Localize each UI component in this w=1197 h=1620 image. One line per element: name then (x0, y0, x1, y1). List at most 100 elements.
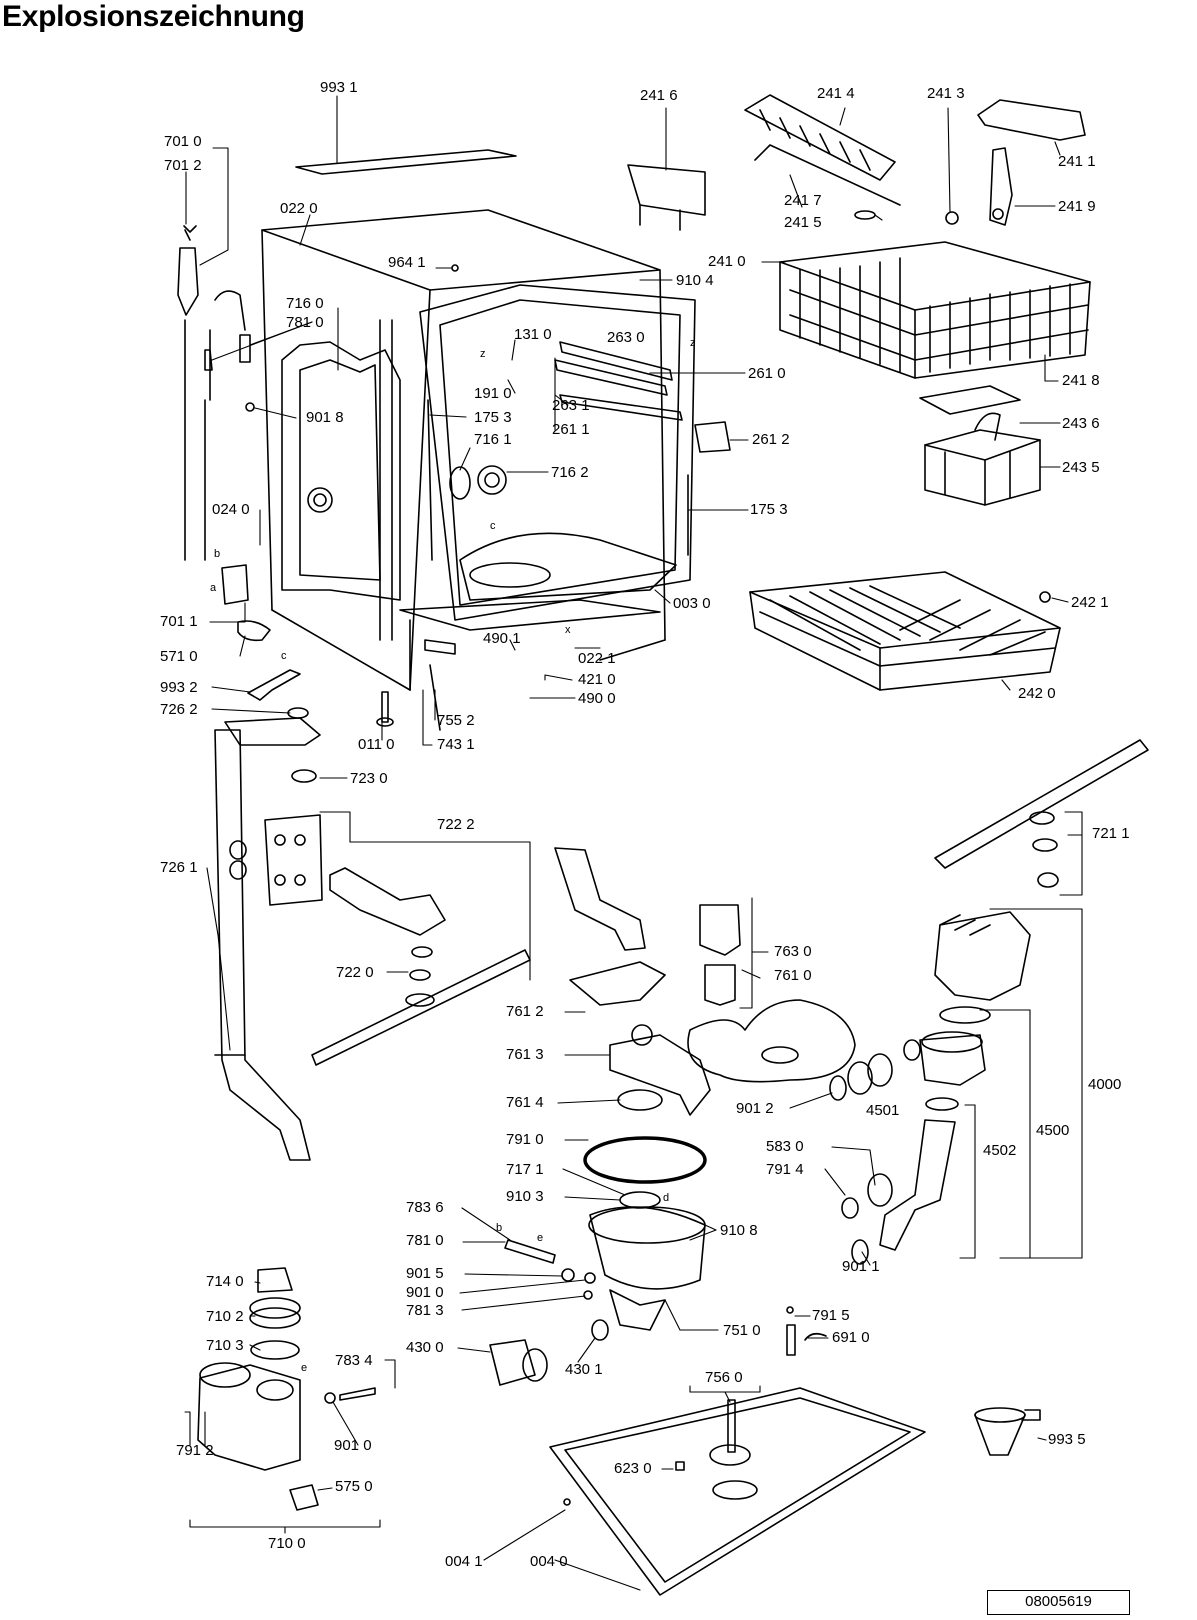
upper-basket (627, 94, 1091, 506)
part-label-011-0: 011 0 (358, 736, 395, 753)
part-label-716-0: 716 0 (286, 295, 324, 312)
part-label-241-8: 241 8 (1062, 372, 1100, 389)
part-label-717-1: 717 1 (506, 1161, 544, 1178)
part-label-751-0: 751 0 (723, 1322, 761, 1339)
part-label-024-0: 024 0 (212, 501, 250, 518)
part-label-761-3: 761 3 (506, 1046, 544, 1063)
part-label-993-1: 993 1 (320, 79, 358, 96)
part-label-623-0: 623 0 (614, 1460, 652, 1477)
part-label-910-8: 910 8 (720, 1222, 758, 1239)
part-label-964-1: 964 1 (388, 254, 426, 271)
part-label-710-2: 710 2 (206, 1308, 244, 1325)
part-label-726-2: 726 2 (160, 701, 198, 718)
part-label-261-1: 261 1 (552, 421, 590, 438)
document-number: 08005619 (987, 1590, 1130, 1615)
marker-letter: a (210, 582, 217, 594)
part-label-191-0: 191 0 (474, 385, 512, 402)
part-label-003-0: 003 0 (673, 595, 711, 612)
marker-letter: b (496, 1222, 503, 1234)
part-label-022-1: 022 1 (578, 650, 616, 667)
part-label-901-2: 901 2 (736, 1100, 774, 1117)
page-title: Explosionszeichnung (2, 0, 305, 33)
part-label-691-0: 691 0 (832, 1329, 870, 1346)
part-label-4501: 4501 (866, 1102, 900, 1119)
part-label-430-0: 430 0 (406, 1339, 444, 1356)
part-label-721-1: 721 1 (1092, 825, 1130, 842)
part-label-710-3: 710 3 (206, 1337, 244, 1354)
part-label-490-0: 490 0 (578, 690, 616, 707)
part-label-241-5: 241 5 (784, 214, 822, 231)
marker-letter: b (214, 548, 221, 560)
part-label-761-0: 761 0 (774, 967, 812, 984)
part-label-763-0: 763 0 (774, 943, 812, 960)
part-label-783-6: 783 6 (406, 1199, 444, 1216)
part-label-583-0: 583 0 (766, 1138, 804, 1155)
part-label-242-1: 242 1 (1071, 594, 1109, 611)
part-label-4000: 4000 (1088, 1076, 1122, 1093)
part-label-791-4: 791 4 (766, 1161, 804, 1178)
part-label-4502: 4502 (983, 1142, 1017, 1159)
part-label-241-0: 241 0 (708, 253, 746, 270)
part-label-571-0: 571 0 (160, 648, 198, 665)
marker-letter: d (663, 1192, 670, 1204)
part-label-781-3: 781 3 (406, 1302, 444, 1319)
base-plate (549, 1387, 926, 1596)
part-label-993-5: 993 5 (1048, 1431, 1086, 1448)
part-label-701-0: 701 0 (164, 133, 202, 150)
part-label-241-1: 241 1 (1058, 153, 1096, 170)
lower-basket (749, 571, 1061, 691)
part-label-4500: 4500 (1036, 1122, 1070, 1139)
water-softener (197, 1267, 376, 1511)
part-label-901-0-lower: 901 0 (334, 1437, 372, 1454)
part-label-022-0: 022 0 (280, 200, 318, 217)
part-label-241-9: 241 9 (1058, 198, 1096, 215)
part-label-004-1: 004 1 (445, 1553, 483, 1570)
part-label-910-3: 910 3 (506, 1188, 544, 1205)
part-label-575-0: 575 0 (335, 1478, 373, 1495)
part-label-722-0: 722 0 (336, 964, 374, 981)
salt-funnel (974, 1407, 1041, 1456)
tub-frame (261, 149, 731, 691)
part-label-263-0: 263 0 (607, 329, 645, 346)
part-label-716-1: 716 1 (474, 431, 512, 448)
part-label-004-0: 004 0 (530, 1553, 568, 1570)
part-label-743-1: 743 1 (437, 736, 475, 753)
part-label-131-0: 131 0 (514, 326, 552, 343)
spray-arms (224, 717, 1149, 1066)
part-label-421-0: 421 0 (578, 671, 616, 688)
part-label-781-0-lower: 781 0 (406, 1232, 444, 1249)
part-label-241-4: 241 4 (817, 85, 855, 102)
part-label-755-2: 755 2 (437, 712, 475, 729)
hinge-parts (177, 225, 456, 731)
part-label-716-2: 716 2 (551, 464, 589, 481)
part-label-901-5: 901 5 (406, 1265, 444, 1282)
part-label-243-5: 243 5 (1062, 459, 1100, 476)
part-label-241-6: 241 6 (640, 87, 678, 104)
marker-letter: x (565, 624, 571, 636)
sump-parts (489, 847, 856, 1386)
part-label-175-3-upper: 175 3 (474, 409, 512, 426)
part-label-791-5: 791 5 (812, 1307, 850, 1324)
part-label-993-2: 993 2 (160, 679, 198, 696)
part-label-243-6: 243 6 (1062, 415, 1100, 432)
part-label-261-0: 261 0 (748, 365, 786, 382)
leader-lines (184, 95, 1083, 1591)
part-label-242-0: 242 0 (1018, 685, 1056, 702)
part-label-701-2: 701 2 (164, 157, 202, 174)
part-label-490-1: 490 1 (483, 630, 521, 647)
part-label-263-1: 263 1 (552, 397, 590, 414)
marker-letter: e (537, 1232, 544, 1244)
marker-letter: z (690, 337, 696, 349)
part-label-710-0: 710 0 (268, 1535, 306, 1552)
part-label-430-1: 430 1 (565, 1361, 603, 1378)
part-label-756-0: 756 0 (705, 1369, 743, 1386)
part-label-791-0: 791 0 (506, 1131, 544, 1148)
part-label-701-1: 701 1 (160, 613, 198, 630)
marker-letter: c (490, 520, 496, 532)
part-label-783-4: 783 4 (335, 1352, 373, 1369)
part-label-761-2: 761 2 (506, 1003, 544, 1020)
part-label-714-0: 714 0 (206, 1273, 244, 1290)
part-label-175-3-lower: 175 3 (750, 501, 788, 518)
marker-letter: c (281, 650, 287, 662)
